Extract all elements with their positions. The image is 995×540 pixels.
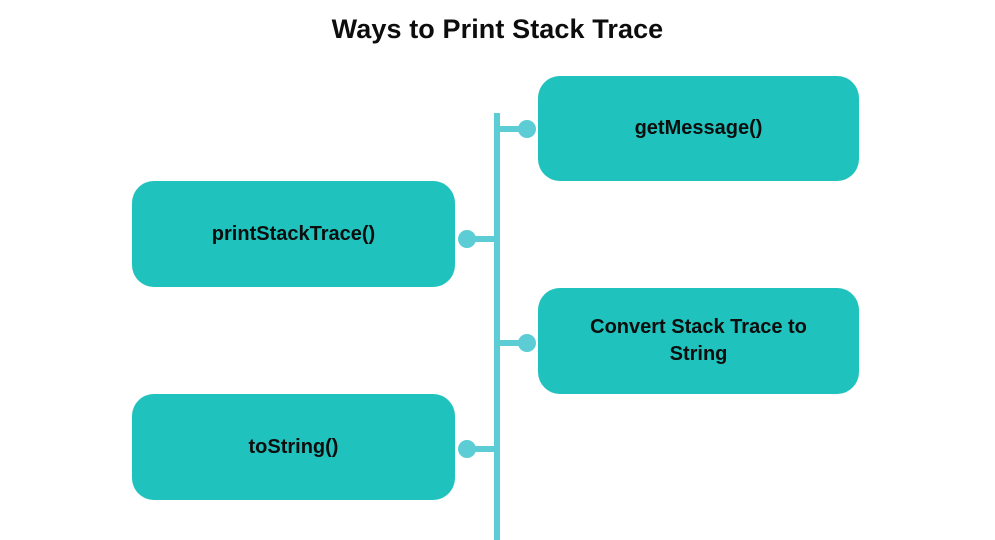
connector-dot-get-message <box>518 120 536 138</box>
node-get-message[interactable]: getMessage() <box>538 76 859 181</box>
connector-stub-to-string <box>466 446 500 452</box>
spine-vertical-line <box>494 113 500 540</box>
connector-dot-print-stack-trace <box>458 230 476 248</box>
node-label-get-message: getMessage() <box>634 117 763 139</box>
node-convert-stack-trace[interactable]: Convert Stack Trace to String <box>538 288 859 394</box>
node-print-stack-trace[interactable]: printStackTrace() <box>132 181 455 287</box>
node-to-string[interactable]: toString() <box>132 394 455 500</box>
page-title: Ways to Print Stack Trace <box>331 14 664 44</box>
node-label-convert-stack-trace: Convert Stack Trace to String <box>590 316 807 365</box>
connector-stub-print-stack-trace <box>466 236 500 242</box>
connector-stub-convert-stack-trace <box>500 340 530 346</box>
connector-dot-to-string <box>458 440 476 458</box>
connector-dot-convert-stack-trace <box>518 334 536 352</box>
node-label-print-stack-trace: printStackTrace() <box>211 222 376 245</box>
node-label-to-string: toString() <box>248 435 339 458</box>
connector-stub-get-message <box>500 126 530 132</box>
